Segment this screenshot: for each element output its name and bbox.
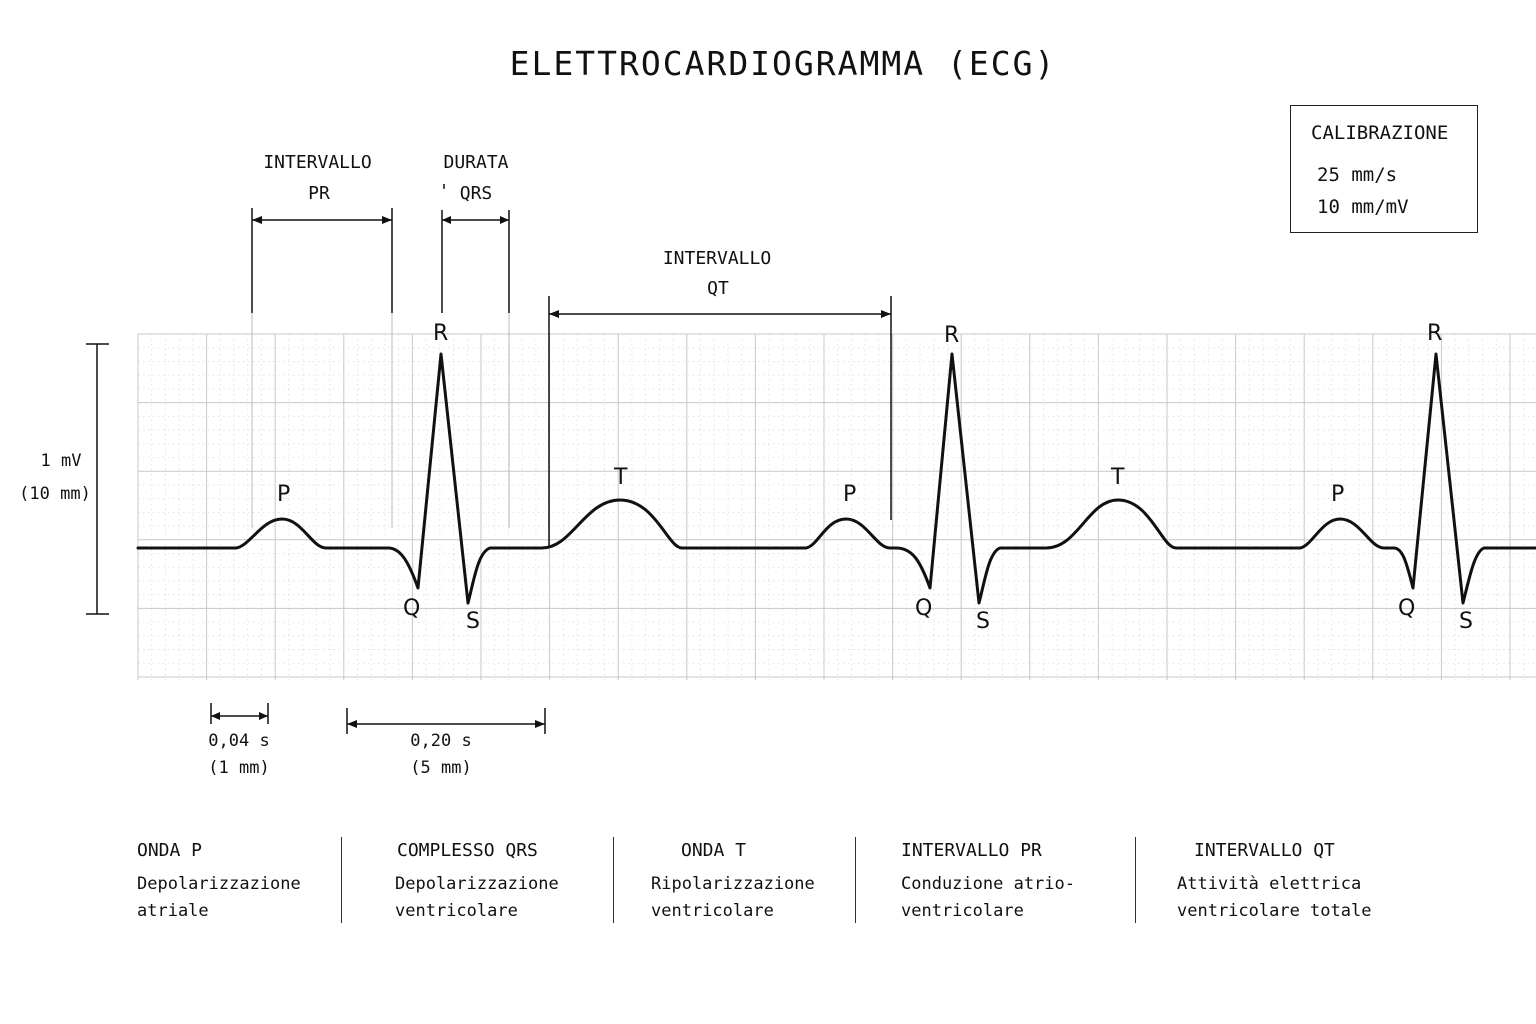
ecg-grid (137, 333, 1536, 680)
time-scale-large-bracket (346, 708, 546, 734)
legend-line: Depolarizzazione (137, 874, 301, 894)
legend-line: ventricolare (651, 901, 774, 921)
legend-intervallo-pr: INTERVALLO PR Conduzione atrio- ventrico… (901, 840, 1075, 925)
wave-label-s: S (976, 609, 990, 634)
wave-label-t: T (1111, 465, 1125, 490)
time-scale-large-line2: (5 mm) (410, 758, 472, 778)
legend-onda-p: ONDA P Depolarizzazione atriale (137, 840, 301, 925)
legend-onda-t: ONDA T Ripolarizzazione ventricolare (651, 840, 815, 925)
calibration-box: CALIBRAZIONE 25 mm/s 10 mm/mV (1290, 105, 1478, 233)
legend-title: INTERVALLO QT (1194, 840, 1335, 861)
wave-label-p: P (1331, 482, 1345, 507)
legend-title: ONDA T (681, 840, 747, 861)
wave-label-s: S (466, 609, 480, 634)
legend-line: Ripolarizzazione (651, 874, 815, 894)
wave-label-r: R (1427, 321, 1443, 346)
wave-label-r: R (433, 321, 449, 346)
calibration-speed: 25 mm/s (1317, 164, 1398, 186)
amplitude-label-line2: (10 mm) (19, 484, 91, 504)
qt-interval-label-line2: QT (707, 278, 729, 299)
legend-line: Attività elettrica (1177, 874, 1362, 894)
legend-line: ventricolare totale (1177, 901, 1372, 921)
qt-interval-label-line1: INTERVALLO (662, 248, 772, 269)
legend-intervallo-qt: INTERVALLO QT Attività elettrica ventric… (1177, 840, 1371, 925)
calibration-gain: 10 mm/mV (1317, 196, 1409, 218)
legend-divider (1135, 837, 1136, 923)
pr-interval-label-line2: PR (308, 183, 330, 204)
wave-label-s: S (1459, 609, 1473, 634)
legend-divider (855, 837, 856, 923)
page-title: ELETTROCARDIOGRAMMA (ECG) (509, 44, 1057, 83)
wave-label-t: T (614, 465, 628, 490)
amplitude-scale (86, 343, 109, 615)
legend-divider (341, 837, 342, 923)
wave-label-q: Q (403, 596, 421, 621)
qrs-duration-bracket (441, 210, 510, 528)
qrs-duration-label-line2: QRS (459, 183, 493, 204)
wave-label-r: R (944, 323, 960, 348)
time-scale-small-line2: (1 mm) (208, 758, 270, 778)
legend-line: atriale (137, 901, 209, 921)
legend-line: Depolarizzazione (395, 874, 559, 894)
amplitude-label-line1: 1 mV (40, 451, 82, 471)
wave-label-p: P (277, 482, 291, 507)
pr-interval-label-line1: INTERVALLO (263, 152, 372, 173)
pr-interval-bracket (251, 208, 393, 528)
wave-label-p: P (843, 482, 857, 507)
wave-label-q: Q (1398, 596, 1416, 621)
time-scale-large-line1: 0,20 s (410, 731, 472, 751)
qrs-duration-mark: ' (438, 181, 450, 202)
legend-line: Conduzione atrio- (901, 874, 1075, 894)
legend-divider (613, 837, 614, 923)
legend-title: INTERVALLO PR (901, 840, 1042, 861)
legend-title: ONDA P (137, 840, 203, 861)
qrs-duration-label-line1: DURATA (443, 152, 509, 173)
legend-title: COMPLESSO QRS (397, 840, 538, 861)
time-scale-small-bracket (210, 703, 269, 724)
ecg-trace (136, 352, 1536, 605)
qt-interval-bracket (548, 296, 892, 548)
wave-label-q: Q (915, 596, 933, 621)
time-scale-small-line1: 0,04 s (208, 731, 270, 751)
calibration-title: CALIBRAZIONE (1311, 122, 1449, 144)
legend-line: ventricolare (395, 901, 518, 921)
legend-complesso-qrs: COMPLESSO QRS Depolarizzazione ventricol… (395, 840, 559, 925)
legend-line: ventricolare (901, 901, 1024, 921)
